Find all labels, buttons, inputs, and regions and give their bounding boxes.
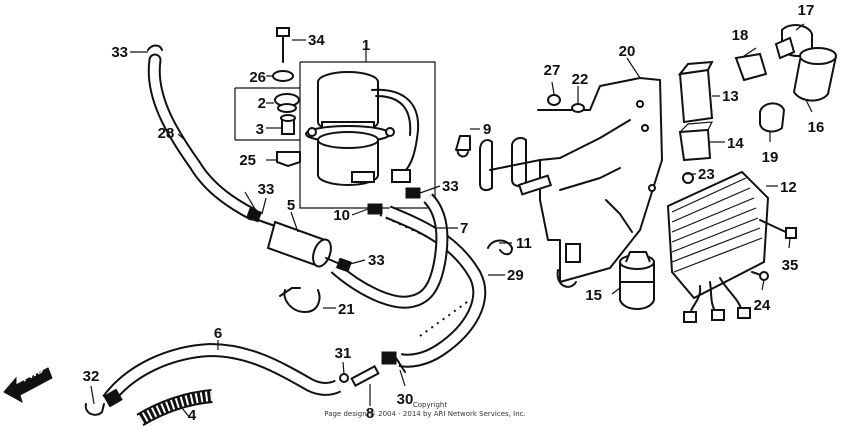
callout-18: 18 [732, 27, 749, 44]
callout-29: 29 [507, 267, 524, 284]
callout-23: 23 [698, 166, 715, 183]
callout-1: 1 [362, 37, 370, 54]
regulator-rectifier [666, 170, 770, 323]
fwd-arrow: FWD [3, 364, 53, 404]
relay-units [677, 24, 838, 162]
callout-6: 6 [214, 325, 222, 342]
callout-27: 27 [544, 62, 561, 79]
callout-33-c: 33 [442, 178, 459, 195]
callout-17: 17 [798, 2, 815, 19]
callout-labels: 1 2 3 4 5 6 7 8 9 10 11 12 13 14 15 16 1… [83, 2, 825, 424]
callout-20: 20 [619, 43, 636, 60]
copyright-notice: Copyright Page design © 2004 - 2014 by A… [324, 401, 525, 418]
leader-lines [90, 23, 813, 419]
callout-34: 34 [308, 32, 325, 49]
callout-31: 31 [335, 345, 352, 362]
callout-25: 25 [239, 152, 256, 169]
callout-12: 12 [780, 179, 797, 196]
callout-13: 13 [722, 88, 739, 105]
callout-3: 3 [256, 121, 264, 138]
electrical-bracket [479, 77, 663, 288]
fuel-pump-group [234, 52, 436, 209]
fuel-filter [246, 207, 352, 273]
callout-21: 21 [338, 301, 355, 318]
pump-mount-parts [272, 27, 301, 168]
callout-10: 10 [333, 207, 350, 224]
callout-30: 30 [397, 391, 414, 408]
callout-4: 4 [188, 407, 197, 424]
callout-16: 16 [808, 119, 825, 136]
callout-24: 24 [754, 297, 771, 314]
callout-8: 8 [366, 405, 374, 422]
starter-unit [619, 251, 655, 310]
callout-35: 35 [782, 257, 799, 274]
callout-26: 26 [249, 69, 266, 86]
callout-11: 11 [516, 235, 532, 252]
callout-28: 28 [158, 125, 175, 142]
copyright-line-1: Copyright [413, 401, 447, 409]
callout-5: 5 [287, 197, 295, 214]
joint-parts [339, 351, 406, 387]
callout-15: 15 [585, 287, 602, 304]
callout-14: 14 [727, 135, 744, 152]
callout-19: 19 [762, 149, 779, 166]
copyright-line-2: Page design © 2004 - 2014 by ARI Network… [324, 410, 525, 418]
callout-9: 9 [483, 121, 491, 138]
callout-33-b: 33 [258, 181, 275, 198]
callout-33-d: 33 [368, 252, 385, 269]
callout-22: 22 [572, 71, 589, 88]
callout-33-a: 33 [111, 44, 128, 61]
callout-32: 32 [83, 368, 100, 385]
callout-2: 2 [258, 95, 266, 112]
callout-7: 7 [460, 220, 468, 237]
